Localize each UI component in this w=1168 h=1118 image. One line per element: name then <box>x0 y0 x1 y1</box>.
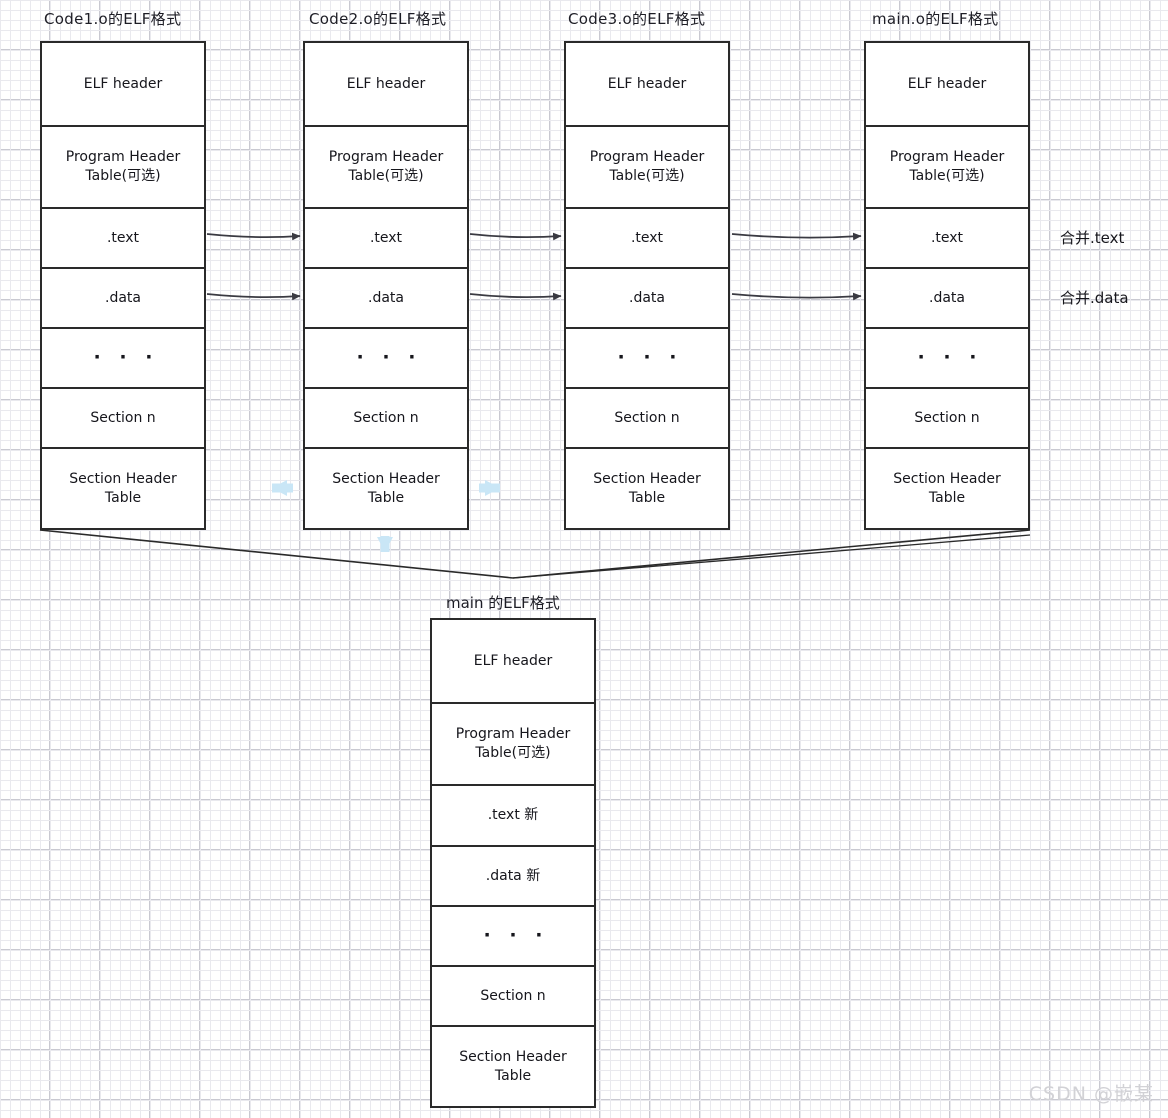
elf-stack-code2: ELF header Program Header Table(可选) .tex… <box>303 41 469 530</box>
output-title: main 的ELF格式 <box>446 594 560 612</box>
elf-stack-code1: ELF header Program Header Table(可选) .tex… <box>40 41 206 530</box>
column-title-code3: Code3.o的ELF格式 <box>568 10 706 28</box>
elf-section-text[interactable]: .text <box>566 209 728 269</box>
elf-stack-maino: ELF header Program Header Table(可选) .tex… <box>864 41 1030 530</box>
elf-section-ellipsis: · · · <box>305 329 467 389</box>
elf-section-text-new[interactable]: .text 新 <box>432 786 594 847</box>
column-title-code1: Code1.o的ELF格式 <box>44 10 182 28</box>
column-title-maino: main.o的ELF格式 <box>872 10 999 28</box>
elf-section-program-header-table[interactable]: Program Header Table(可选) <box>42 127 204 209</box>
elf-section-elf-header[interactable]: ELF header <box>566 43 728 127</box>
elf-section-ellipsis: · · · <box>42 329 204 389</box>
elf-section-ellipsis: · · · <box>432 907 594 967</box>
elf-section-section-n[interactable]: Section n <box>42 389 204 449</box>
elf-section-ellipsis: · · · <box>866 329 1028 389</box>
column-title-code2: Code2.o的ELF格式 <box>309 10 447 28</box>
csdn-watermark: CSDN @嵌某 <box>1028 1083 1154 1105</box>
elf-section-program-header-table[interactable]: Program Header Table(可选) <box>432 704 594 786</box>
elf-section-elf-header[interactable]: ELF header <box>305 43 467 127</box>
elf-section-elf-header[interactable]: ELF header <box>42 43 204 127</box>
elf-section-section-n[interactable]: Section n <box>305 389 467 449</box>
elf-section-text[interactable]: .text <box>305 209 467 269</box>
elf-stack-main-executable: ELF header Program Header Table(可选) .tex… <box>430 618 596 1108</box>
elf-section-section-n[interactable]: Section n <box>432 967 594 1027</box>
merge-note-data: 合并.data <box>1060 289 1129 307</box>
merge-note-text: 合并.text <box>1060 229 1125 247</box>
elf-section-section-n[interactable]: Section n <box>866 389 1028 449</box>
elf-section-section-header-table[interactable]: Section Header Table <box>332 470 440 506</box>
elf-section-data[interactable]: .data <box>566 269 728 329</box>
elf-section-data[interactable]: .data <box>42 269 204 329</box>
elf-section-section-header-table[interactable]: Section Header Table <box>459 1048 567 1084</box>
elf-section-section-n[interactable]: Section n <box>566 389 728 449</box>
elf-section-program-header-table[interactable]: Program Header Table(可选) <box>866 127 1028 209</box>
elf-section-text[interactable]: .text <box>42 209 204 269</box>
elf-section-section-header-table[interactable]: Section Header Table <box>593 470 701 506</box>
elf-section-program-header-table[interactable]: Program Header Table(可选) <box>566 127 728 209</box>
elf-section-program-header-table[interactable]: Program Header Table(可选) <box>305 127 467 209</box>
elf-stack-code3: ELF header Program Header Table(可选) .tex… <box>564 41 730 530</box>
elf-section-elf-header[interactable]: ELF header <box>866 43 1028 127</box>
elf-section-elf-header[interactable]: ELF header <box>432 620 594 704</box>
elf-section-section-header-table[interactable]: Section Header Table <box>893 470 1001 506</box>
elf-section-data[interactable]: .data <box>305 269 467 329</box>
elf-section-ellipsis: · · · <box>566 329 728 389</box>
elf-section-data[interactable]: .data <box>866 269 1028 329</box>
elf-section-text[interactable]: .text <box>866 209 1028 269</box>
elf-section-data-new[interactable]: .data 新 <box>432 847 594 907</box>
elf-section-section-header-table[interactable]: Section Header Table <box>69 470 177 506</box>
